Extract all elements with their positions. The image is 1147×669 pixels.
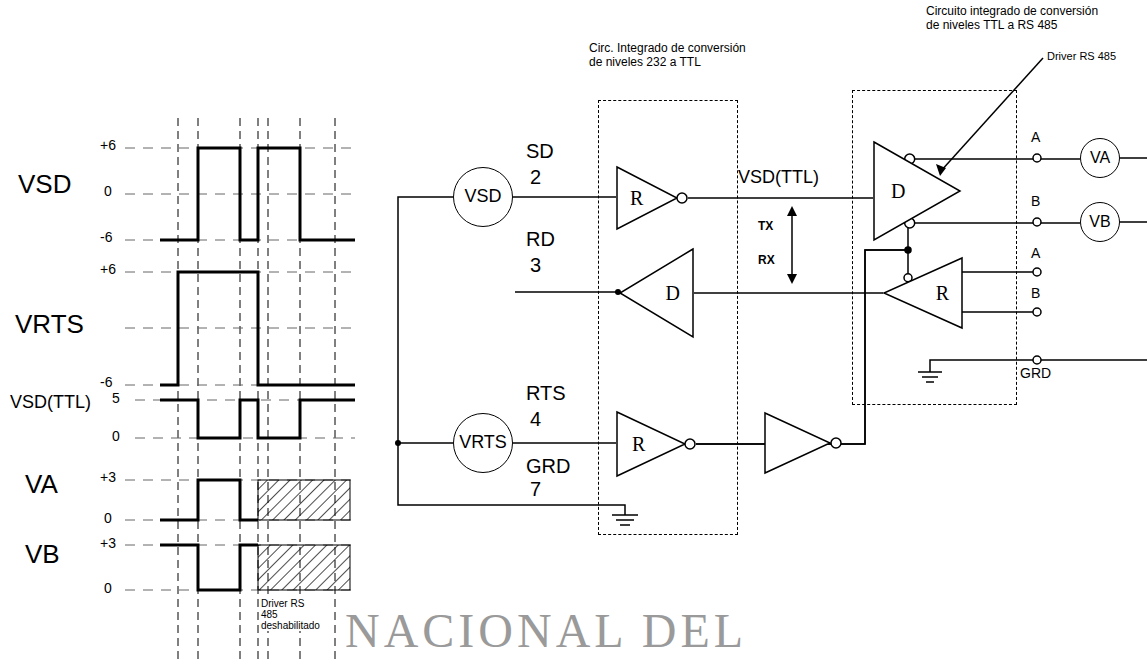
wire bbox=[696, 250, 908, 444]
meter-circle: VA bbox=[1080, 138, 1120, 178]
timing-label: 0 bbox=[112, 429, 120, 444]
buffer-triangle: R bbox=[616, 411, 696, 477]
gate-letter: D bbox=[891, 180, 905, 202]
pin-label: GRD bbox=[1020, 366, 1051, 381]
timing-label: +6 bbox=[100, 262, 116, 277]
wire bbox=[694, 292, 883, 294]
triangle-shape bbox=[617, 412, 685, 476]
pin-label: A bbox=[1031, 130, 1040, 145]
pin-label: B bbox=[1031, 286, 1040, 301]
timing-label: -6 bbox=[100, 375, 112, 390]
timing-label: 0 bbox=[104, 581, 112, 596]
junction-dot bbox=[905, 247, 911, 253]
ic-heading: Circ. Integrado de conversión de niveles… bbox=[589, 41, 754, 70]
hatched-region bbox=[258, 545, 350, 590]
junction-dot bbox=[615, 289, 621, 295]
timing-label: VSD bbox=[18, 170, 71, 199]
triangle-outline bbox=[619, 248, 694, 338]
timing-label: Driver RS 485 deshabilitado bbox=[261, 598, 319, 631]
gate-letter: R bbox=[630, 187, 643, 209]
level-lines bbox=[125, 148, 355, 590]
pin-label: TX bbox=[758, 220, 773, 233]
meter-label: VSD bbox=[464, 187, 501, 207]
wire bbox=[915, 158, 1080, 160]
triangle-shape bbox=[884, 258, 962, 328]
timing-label: VSD(TTL) bbox=[10, 393, 91, 413]
output-bubble bbox=[685, 439, 695, 449]
wire bbox=[513, 196, 616, 198]
pin-label: Driver RS 485 bbox=[1047, 50, 1116, 62]
meter-label: VRTS bbox=[459, 433, 507, 453]
ic-package-box: Circuito integrado de conversión de nive… bbox=[852, 90, 1017, 405]
buffer-triangle: D bbox=[873, 141, 961, 241]
arrow-head bbox=[787, 206, 797, 216]
triangle-shape bbox=[874, 142, 960, 240]
pin-label: SD bbox=[526, 140, 554, 162]
meter-label: VB bbox=[1089, 213, 1110, 231]
pin-label: RTS bbox=[526, 382, 566, 404]
wire bbox=[688, 197, 873, 199]
buffer-triangle: R bbox=[616, 166, 688, 230]
timing-label: 5 bbox=[112, 391, 120, 406]
triangle-outline bbox=[873, 141, 961, 241]
timing-label: VB bbox=[25, 540, 60, 569]
inverter-bubble bbox=[831, 438, 841, 448]
pin-label: GRD bbox=[526, 455, 570, 477]
wire bbox=[513, 442, 616, 444]
timing-label: VA bbox=[25, 470, 58, 499]
pin-label: 7 bbox=[530, 478, 541, 500]
pin-label: 2 bbox=[530, 166, 541, 188]
timing-label: +3 bbox=[100, 536, 116, 551]
triangle-shape bbox=[620, 249, 693, 337]
timing-label: -6 bbox=[100, 230, 112, 245]
gate-letter: R bbox=[632, 433, 645, 455]
junction-dot bbox=[395, 440, 401, 446]
meter-circle: VSD bbox=[453, 167, 513, 227]
timing-label: +6 bbox=[100, 138, 116, 153]
pin-label: A bbox=[1031, 246, 1040, 261]
meter-circle: VB bbox=[1080, 202, 1120, 242]
leader-head bbox=[936, 164, 946, 176]
triangle-outline bbox=[616, 411, 696, 477]
triangle-outline bbox=[883, 257, 963, 329]
pin-label: RX bbox=[758, 254, 775, 267]
buffer-triangle: R bbox=[883, 257, 963, 329]
triangle-outline bbox=[616, 166, 688, 230]
wires bbox=[398, 58, 1147, 525]
output-bubble bbox=[677, 193, 687, 203]
waveforms bbox=[160, 148, 355, 590]
arrow-head bbox=[787, 274, 797, 284]
ic-heading: Circuito integrado de conversión de nive… bbox=[926, 4, 1101, 33]
buffer-triangle: D bbox=[619, 248, 694, 338]
meter-label: VA bbox=[1090, 149, 1110, 167]
timing-label: +3 bbox=[100, 470, 116, 485]
ic-package-box: Circ. Integrado de conversión de niveles… bbox=[598, 100, 738, 535]
pin-label: 3 bbox=[530, 254, 541, 276]
pin-label: 4 bbox=[530, 408, 541, 430]
signal-label: VSD(TTL) bbox=[738, 168, 819, 188]
timing-label: 0 bbox=[104, 511, 112, 526]
hatched-region bbox=[258, 480, 350, 520]
wire bbox=[915, 222, 1080, 224]
wire bbox=[696, 221, 908, 444]
gate-letter: R bbox=[936, 282, 949, 304]
watermark: NACIONAL DEL bbox=[345, 605, 747, 658]
meter-circle: VRTS bbox=[453, 413, 513, 473]
pin-label: B bbox=[1031, 194, 1040, 209]
pin-label: RD bbox=[526, 228, 555, 250]
inverter-symbol bbox=[765, 413, 830, 473]
gate-letter: D bbox=[666, 282, 680, 304]
timing-label: 0 bbox=[104, 184, 112, 199]
timing-label: VRTS bbox=[15, 310, 84, 339]
triangle-shape bbox=[617, 167, 677, 229]
